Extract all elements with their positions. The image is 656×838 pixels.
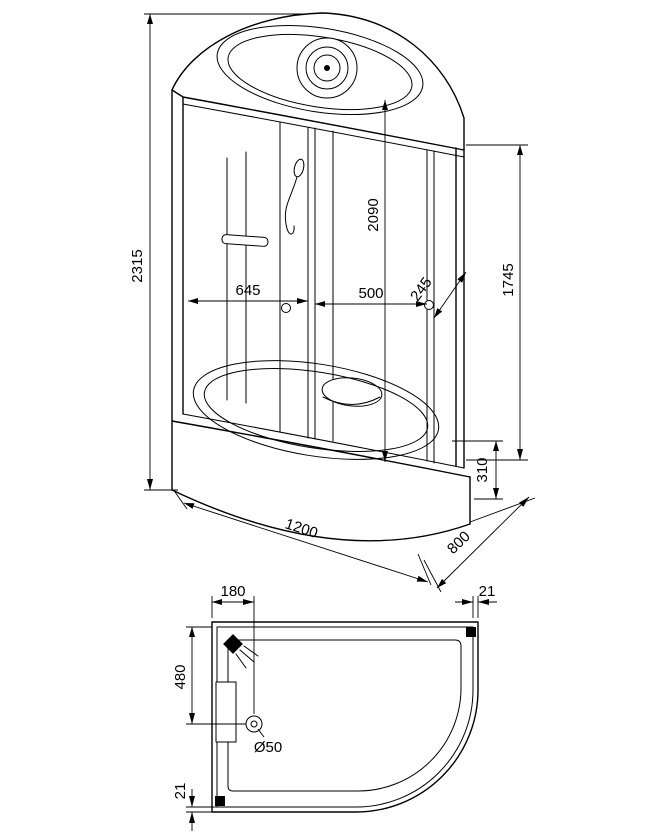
fan-mid-circle: [305, 46, 349, 90]
fan-icon: [296, 37, 358, 99]
plan-outline: [211, 621, 479, 813]
drain-circle: [245, 715, 263, 733]
fan-hub: [324, 65, 330, 71]
shower-tray: [171, 360, 471, 542]
dim-side-panel: 245: [407, 274, 435, 304]
dim-wall-gap-top: 21: [479, 583, 496, 600]
dim-depth: 800: [444, 528, 474, 558]
plan-inner-wall: [216, 626, 474, 808]
dome-ring-outer: [216, 24, 424, 116]
cabin-canopy: [171, 12, 465, 158]
canopy-band-line: [182, 103, 465, 158]
dimline-side-panel: [433, 271, 467, 319]
left-door-handle[interactable]: [281, 303, 291, 313]
plan-dimensions: 180 21 480 Ø50 21: [172, 583, 497, 831]
dim-drain-diameter: Ø50: [254, 739, 282, 756]
shower-spray-lines: [235, 645, 259, 669]
dome-ring-inner: [227, 33, 413, 111]
plan-outer-wall: [211, 621, 479, 813]
back-corner-lines: [226, 151, 247, 404]
column-footprint: [215, 681, 237, 743]
right-door-handle[interactable]: [424, 300, 434, 310]
dim-offset-x: 180: [220, 583, 245, 600]
shelf: [221, 234, 269, 247]
seat: [321, 377, 383, 407]
roller-bracket-bottom-left: [215, 796, 225, 806]
frame-bottom-rail-bottom: [171, 420, 471, 478]
seat-top: [321, 377, 383, 407]
ext-width: [174, 491, 432, 586]
hand-shower-head: [293, 158, 305, 178]
frame-right-edge: [455, 147, 465, 469]
dimline-depth: [436, 496, 530, 589]
perspective-view: 2315 645 500 245 2090 1745 310 1: [129, 12, 536, 593]
dim-door-opening: 500: [358, 285, 383, 302]
dim-inner-height: 2090: [365, 198, 382, 231]
drain-center: [250, 720, 258, 728]
dim-left-glass-width: 645: [235, 282, 260, 299]
plan-view: 180 21 480 Ø50 21: [172, 583, 497, 831]
dimline-width: [183, 502, 429, 583]
roller-bracket-top-right: [466, 627, 476, 637]
interior-fittings: [221, 151, 383, 407]
ext-depth: [423, 497, 536, 593]
tray-rim-outer: [192, 360, 440, 460]
seat-side: [322, 396, 381, 405]
frame-bottom-rail-top: [182, 413, 465, 469]
ext-frame-height: [466, 144, 528, 461]
dim-overall-height: 2315: [129, 249, 146, 282]
dim-offset-y: 480: [172, 664, 189, 689]
frame-left-edge: [171, 89, 184, 422]
dim-frame-height: 1745: [500, 263, 517, 296]
dim-tray-height: 310: [474, 457, 491, 482]
hand-shower-icon: [284, 158, 305, 235]
ext-wall-gap-top: [472, 596, 479, 618]
fan-inner-circle: [313, 54, 341, 82]
tray-rim-inner: [203, 368, 429, 452]
hand-shower-hose: [284, 176, 298, 235]
dim-width: 1200: [283, 515, 320, 541]
dim-wall-gap-bottom: 21: [172, 783, 189, 800]
center-mullion: [307, 127, 316, 440]
tray-front-apron: [171, 489, 471, 542]
drain-leader: [257, 728, 265, 738]
